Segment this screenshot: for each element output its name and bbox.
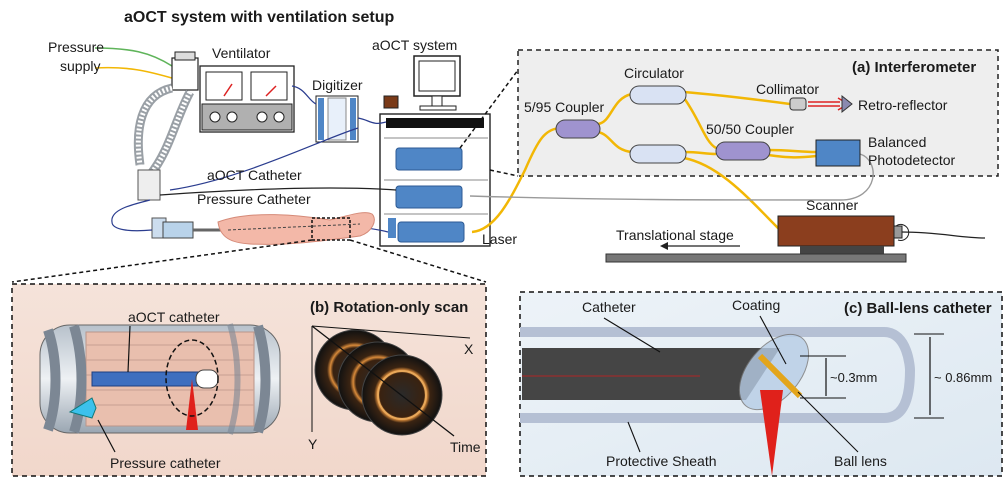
airway-tissue [217,212,375,245]
balllens-panel: (c) Ball-lens catheter Catheter Coating … [519,291,1003,477]
coupler-595-label: 5/95 Coupler [524,99,605,115]
sheath-label: Protective Sheath [606,453,717,469]
photodetector-label-1: Balanced [868,134,926,150]
rotation-aoct-catheter-label: aOCT catheter [128,309,220,325]
aoct-catheter-label: aOCT Catheter [207,167,302,183]
photodetector [815,139,861,167]
axis-time-label: Time [450,439,481,455]
interferometer-title: (a) Interferometer [852,59,976,76]
catheter-label: Catheter [582,299,636,315]
coupler-5050-label: 50/50 Coupler [706,121,794,137]
ball-lens-label: Ball lens [834,453,887,469]
balllens-title: (c) Ball-lens catheter [844,300,992,317]
coupler-5050 [715,141,771,161]
rotation-panel: (b) Rotation-only scan aOCT catheter Pre… [11,283,487,477]
collimator-label: Collimator [756,81,819,97]
dim-inner-label: ~0.3mm [830,370,877,385]
ventilator [171,51,295,133]
aoct-system-label: aOCT system [372,37,457,53]
coating-label: Coating [732,297,780,313]
dim-outer-label: ~ 0.86mm [934,370,992,385]
pressure-supply-label-1: Pressure [48,39,104,55]
collimator [789,94,853,114]
axis-y-label: Y [308,436,318,452]
scanner [605,215,986,263]
circulator-2 [629,144,687,164]
rotation-title: (b) Rotation-only scan [310,299,468,316]
ventilator-label: Ventilator [212,45,271,61]
setup-diagram: Pressure supply Ventilator [11,37,519,283]
rotation-pressure-catheter-label: Pressure catheter [110,455,221,471]
interferometer-panel: (a) Interferometer 5/95 Coupler Circulat… [469,49,999,263]
figure-title: aOCT system with ventilation setup [124,9,395,26]
aoct-system [379,55,491,247]
coupler-595 [555,119,601,139]
pressure-catheter-label: Pressure Catheter [197,191,311,207]
pressure-supply-label-2: supply [60,58,100,74]
retro-reflector-label: Retro-reflector [858,97,948,113]
translational-stage-label: Translational stage [616,227,734,243]
circulator-label: Circulator [624,65,684,81]
axis-x-label: X [464,341,474,357]
digitizer-label: Digitizer [312,77,363,93]
digitizer [315,95,359,143]
scanner-label: Scanner [806,197,858,213]
photodetector-label-2: Photodetector [868,152,956,168]
circulator [629,85,687,105]
laser-label: Laser [482,231,517,247]
